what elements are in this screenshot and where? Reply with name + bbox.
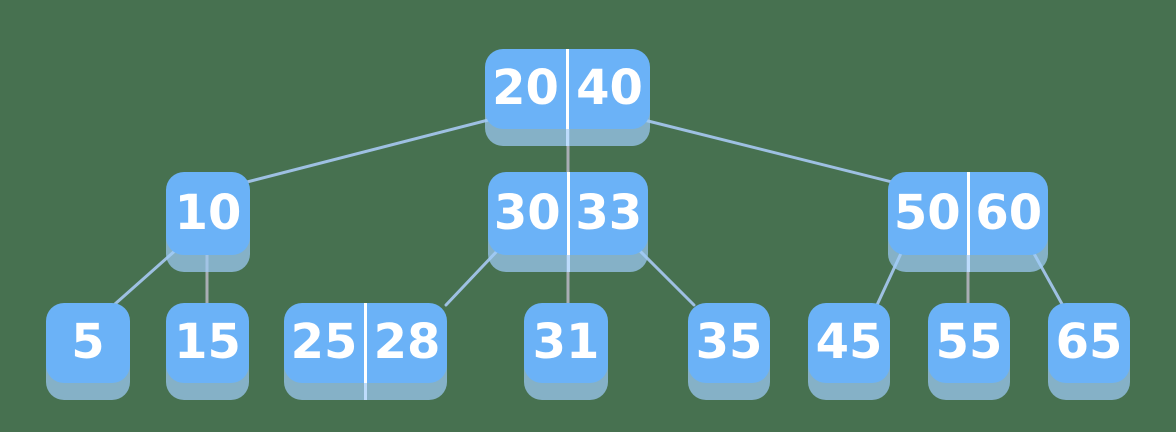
node-key: 10 [174, 184, 242, 241]
node-key: 60 [966, 172, 1049, 255]
node-key: 50 [893, 184, 961, 241]
node-key: 40 [566, 49, 650, 129]
node-key: 45 [815, 314, 883, 370]
node-key: 55 [935, 314, 1003, 370]
node-50-60-divider-extension [966, 253, 970, 272]
node-25-28-divider-extension [364, 381, 367, 400]
edge-node-20-40-to-node-10 [241, 115, 502, 185]
node-10: 10 [166, 172, 250, 255]
node-key: 30 [493, 184, 561, 241]
node-key: 31 [532, 314, 600, 370]
node-45: 45 [808, 303, 890, 383]
node-31: 31 [524, 303, 608, 383]
node-key: 33 [566, 172, 649, 255]
node-key: 65 [1055, 314, 1123, 370]
node-55: 55 [928, 303, 1010, 383]
node-key: 28 [364, 303, 447, 383]
node-5: 5 [46, 303, 130, 383]
node-key: 25 [290, 314, 358, 370]
node-key: 20 [492, 60, 559, 116]
edge-node-20-40-to-node-50-60 [634, 116, 902, 186]
node-key: 5 [71, 314, 105, 370]
node-65: 65 [1048, 303, 1130, 383]
node-30-33-divider-extension [566, 253, 570, 272]
node-20-40-divider-extension [566, 127, 569, 146]
node-15: 15 [166, 303, 249, 383]
node-key: 35 [695, 314, 763, 370]
node-35: 35 [688, 303, 770, 383]
node-key: 15 [174, 314, 241, 370]
